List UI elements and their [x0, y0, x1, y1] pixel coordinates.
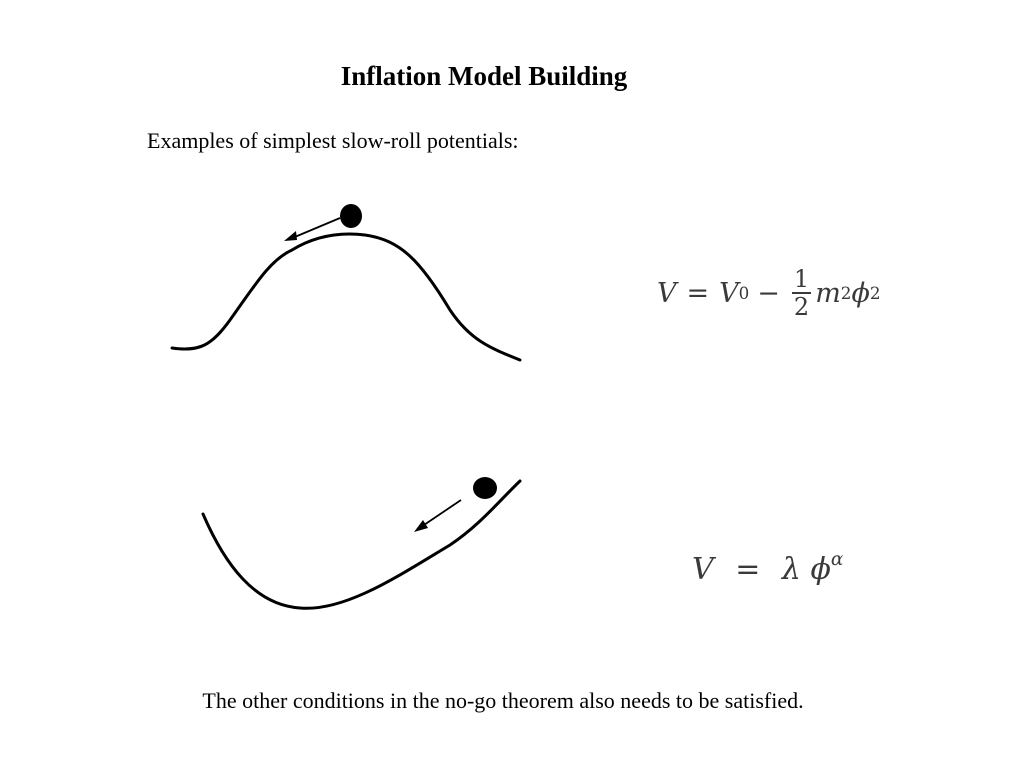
intro-text: Examples of simplest slow-roll potential…	[147, 128, 519, 153]
hilltop-potential-figure	[170, 204, 522, 362]
eq-fraction-numerator: 1	[793, 265, 810, 293]
eq-phi-exponent: 2	[869, 283, 881, 303]
eq-equals: =	[686, 277, 710, 309]
eq-fraction-bar	[791, 292, 812, 294]
hilltop-potential-curve	[170, 232, 522, 362]
eq-mass-exponent: 2	[840, 283, 852, 303]
eq-lambda: λ	[781, 551, 801, 587]
eq-v0-base: V	[719, 277, 739, 309]
eq-v0-subscript: 0	[738, 283, 750, 303]
power-law-potential-equation: V = λ ϕα	[692, 540, 843, 590]
eq-alpha-exponent: α	[830, 549, 844, 570]
eq-phi: ϕ	[810, 551, 831, 587]
footer-text: The other conditions in the no-go theore…	[202, 688, 804, 713]
rolling-ball	[340, 204, 362, 228]
eq-mass: m	[815, 277, 841, 309]
roll-direction-arrow-shaft	[420, 499, 462, 528]
power-law-potential-curve	[201, 479, 522, 610]
eq-minus: −	[757, 277, 780, 309]
slide-title: Inflation Model Building	[340, 61, 628, 91]
eq-fraction: 1 2	[791, 265, 812, 321]
eq-fraction-denominator: 2	[793, 293, 810, 321]
roll-direction-arrow-head	[414, 520, 428, 532]
eq-equals: =	[735, 551, 761, 587]
rolling-ball	[473, 477, 497, 499]
eq-lhs-v: V	[692, 551, 714, 587]
eq-lhs-v: V	[657, 277, 677, 309]
power-law-potential-figure	[201, 477, 522, 610]
roll-direction-arrow-head	[284, 231, 297, 241]
roll-direction-arrow-shaft	[289, 217, 341, 240]
eq-phi: ϕ	[851, 277, 870, 309]
